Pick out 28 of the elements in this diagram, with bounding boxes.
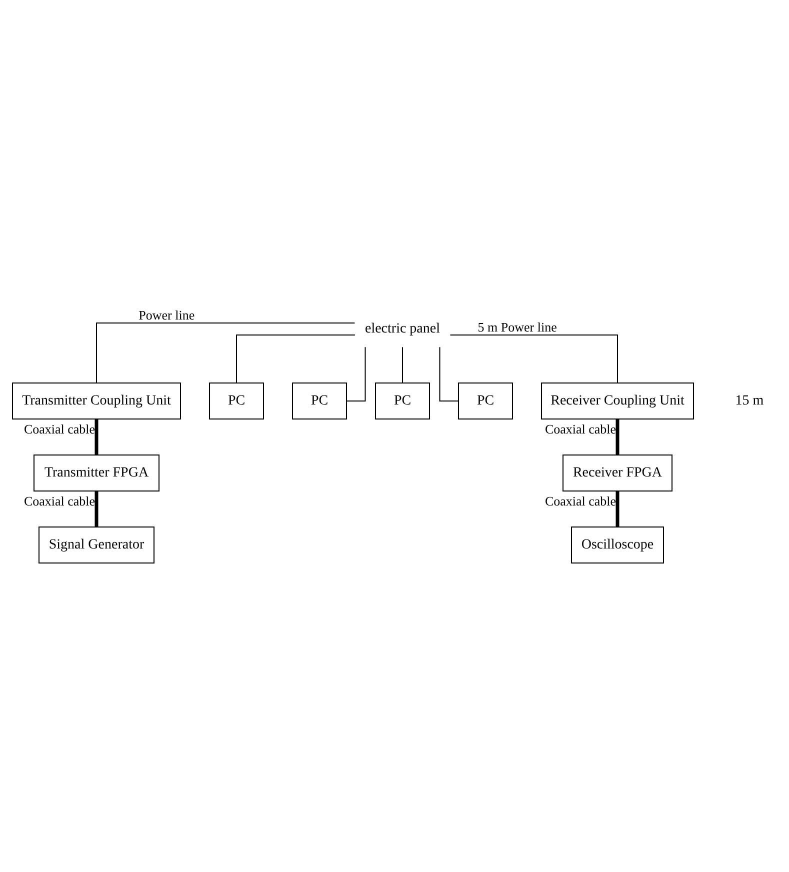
node-box: Receiver Coupling Unit [541, 382, 694, 420]
node-box: PC [375, 382, 430, 420]
connector [402, 346, 403, 384]
connector [236, 334, 356, 384]
edge-label: Coaxial cable [24, 421, 96, 436]
edge-label: Coaxial cable [24, 493, 96, 508]
connector [439, 346, 459, 402]
node-box: Oscilloscope [571, 526, 664, 564]
node-box: PC [458, 382, 513, 420]
node-box: Transmitter Coupling Unit [12, 382, 181, 420]
connector [96, 322, 356, 384]
node-text: electric panel [364, 322, 440, 337]
node-box: Signal Generator [38, 526, 154, 564]
connector [450, 334, 618, 384]
connector [94, 491, 98, 527]
connector [616, 491, 620, 527]
edge-label: Coaxial cable [544, 493, 616, 508]
label: 15 m [735, 394, 764, 409]
node-box: Transmitter FPGA [34, 454, 160, 492]
node-box: Receiver FPGA [562, 454, 672, 492]
connector [346, 346, 366, 402]
edge-label: Power line [138, 307, 195, 322]
edge-label: 5 m Power line [478, 319, 557, 334]
edge-label: Coaxial cable [544, 421, 616, 436]
connector [616, 419, 620, 455]
node-box: PC [292, 382, 347, 420]
connector [94, 419, 98, 455]
node-box: PC [209, 382, 264, 420]
